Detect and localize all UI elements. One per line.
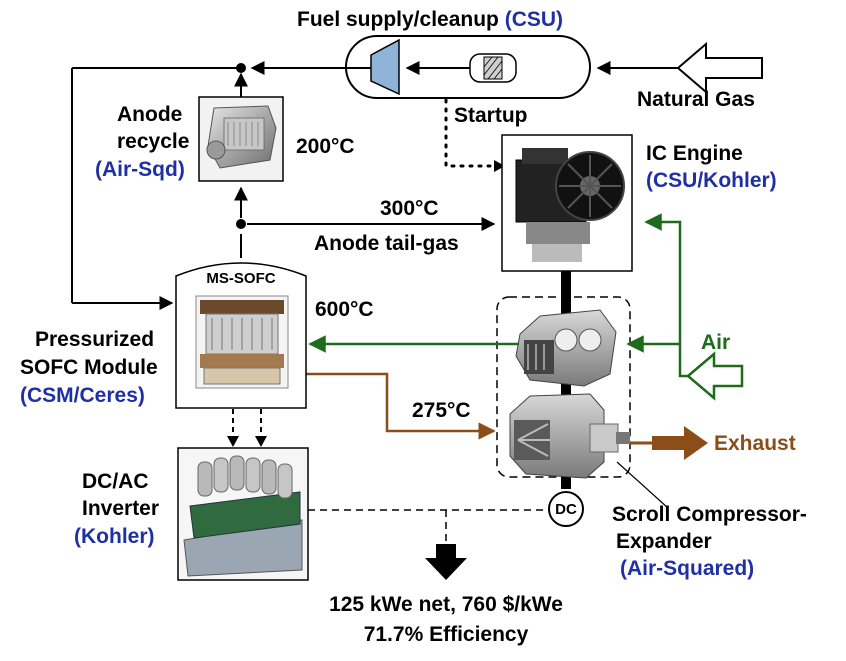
inverter-label-1: DC/AC xyxy=(82,470,149,493)
inverter-icon xyxy=(177,447,309,581)
temp-200-label: 200°C xyxy=(296,135,355,158)
scroll-expander-icon xyxy=(509,393,630,479)
inverter-label-2: Inverter xyxy=(82,497,159,520)
junction-mid xyxy=(236,219,246,229)
anode-recycle-label-2: recycle xyxy=(117,130,189,153)
anode-recycle-blower-icon xyxy=(198,96,284,182)
scroll-label-2: Expander xyxy=(616,530,712,553)
anode-recycle-label-1: Anode xyxy=(117,103,182,126)
ic-engine-vendor: (CSU/Kohler) xyxy=(646,169,777,192)
air-inlet-arrow xyxy=(686,351,744,401)
result-line-1: 125 kWe net, 760 $/kWe xyxy=(329,593,563,616)
sofc-module-vendor: (CSM/Ceres) xyxy=(20,384,145,407)
csu-unit xyxy=(345,35,591,99)
exhaust-arrow xyxy=(630,426,708,460)
inverter-vendor: (Kohler) xyxy=(74,525,155,548)
filter-icon xyxy=(469,53,517,83)
power-output-arrow xyxy=(425,544,467,580)
sofc-module-label-2: SOFC Module xyxy=(20,356,158,379)
sofc-module-label-1: Pressurized xyxy=(35,328,154,351)
temp-300-label: 300°C xyxy=(380,197,439,220)
temp-275-label: 275°C xyxy=(412,399,471,422)
scroll-vendor: (Air-Squared) xyxy=(620,557,754,580)
svg-text:DC: DC xyxy=(555,501,577,518)
ic-engine-label: IC Engine xyxy=(646,142,743,165)
csu-title: Fuel supply/cleanup (CSU) xyxy=(297,8,563,31)
air-label: Air xyxy=(701,331,730,354)
scroll-compressor-icon xyxy=(515,309,617,387)
anode-tail-gas-label: Anode tail-gas xyxy=(314,232,459,255)
temp-600-label: 600°C xyxy=(315,298,374,321)
compressor-icon xyxy=(370,38,400,96)
exhaust-label: Exhaust xyxy=(714,432,796,455)
natural-gas-label: Natural Gas xyxy=(637,88,755,111)
ic-engine-icon xyxy=(501,134,633,272)
scroll-label-1: Scroll Compressor- xyxy=(612,503,807,526)
ms-sofc-label: MS-SOFC xyxy=(206,270,275,287)
generator-icon: DC xyxy=(548,491,584,527)
result-line-2: 71.7% Efficiency xyxy=(364,623,529,646)
startup-label: Startup xyxy=(454,104,528,127)
sofc-stack-icon xyxy=(175,262,307,409)
natural-gas-arrow xyxy=(676,41,763,95)
anode-recycle-vendor: (Air-Sqd) xyxy=(95,158,185,181)
